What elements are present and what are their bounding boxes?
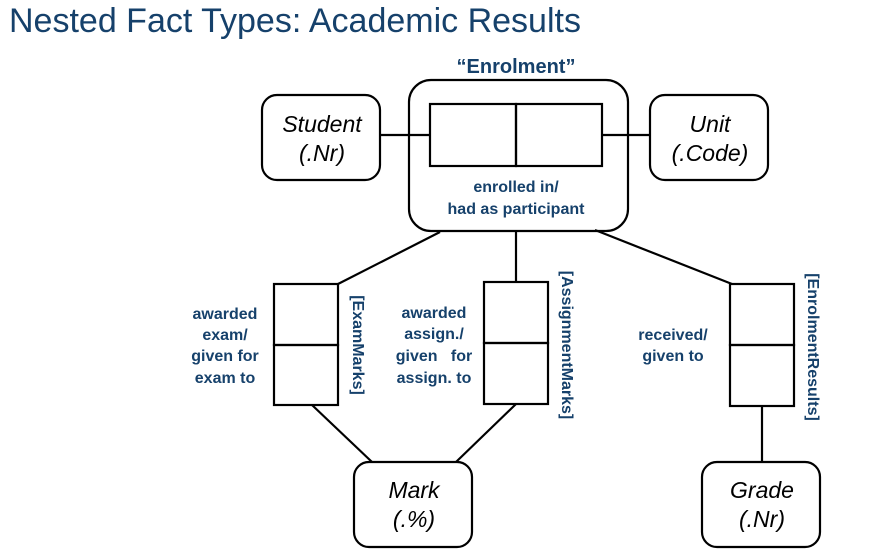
exam-reading-line: given for <box>191 348 259 365</box>
exam-marks-label: [ExamMarks] <box>349 295 366 395</box>
assignment-marks-label: [AssignmentMarks] <box>558 271 575 419</box>
result-reading-line: given to <box>642 348 704 365</box>
mark-name: Mark <box>388 477 441 503</box>
exam-reading-line: exam to <box>195 370 256 387</box>
line-exam-mark <box>311 404 373 463</box>
mark-entity <box>352 460 474 549</box>
enrolment-objectified-name: “Enrolment” <box>457 56 576 78</box>
assignment-role-2 <box>482 341 550 406</box>
grade-entity <box>700 460 822 549</box>
assignment-reading-line: given for <box>396 348 472 365</box>
enrolment-results-label: [EnrolmentResults] <box>804 273 821 421</box>
assignment-reading-line: assign./ <box>404 326 464 343</box>
exam-role-2 <box>272 343 340 407</box>
result-role-2 <box>728 343 796 408</box>
grade-name: Grade <box>730 477 794 503</box>
assignment-role-1 <box>482 280 550 345</box>
line-enrolment-exam <box>337 231 441 285</box>
enrolment-role-2 <box>514 102 604 168</box>
assignment-reading-line: awarded <box>402 305 467 322</box>
exam-reading-line: awarded <box>193 306 258 323</box>
page-title: Nested Fact Types: Academic Results <box>9 2 581 40</box>
unit-name: Unit <box>690 111 733 137</box>
enrolment-reading-line: enrolled in/ <box>473 179 559 196</box>
line-assignment-mark <box>455 403 517 463</box>
line-enrolment-result <box>594 228 733 286</box>
unit-ref: (.Code) <box>672 140 749 166</box>
enrolment-reading-line: had as participant <box>448 201 586 218</box>
student-entity <box>260 93 382 182</box>
student-ref: (.Nr) <box>299 140 345 166</box>
assignment-reading-line: assign. to <box>397 370 472 387</box>
exam-role-1 <box>272 282 340 347</box>
grade-ref: (.Nr) <box>739 506 785 532</box>
exam-reading-line: exam/ <box>202 327 248 344</box>
student-name: Student <box>282 111 363 137</box>
result-reading-line: received/ <box>638 327 708 344</box>
enrolment-frame <box>407 78 630 233</box>
mark-ref: (.%) <box>393 506 435 532</box>
unit-entity <box>648 93 770 182</box>
enrolment-role-1 <box>428 102 518 168</box>
result-role-1 <box>728 282 796 347</box>
